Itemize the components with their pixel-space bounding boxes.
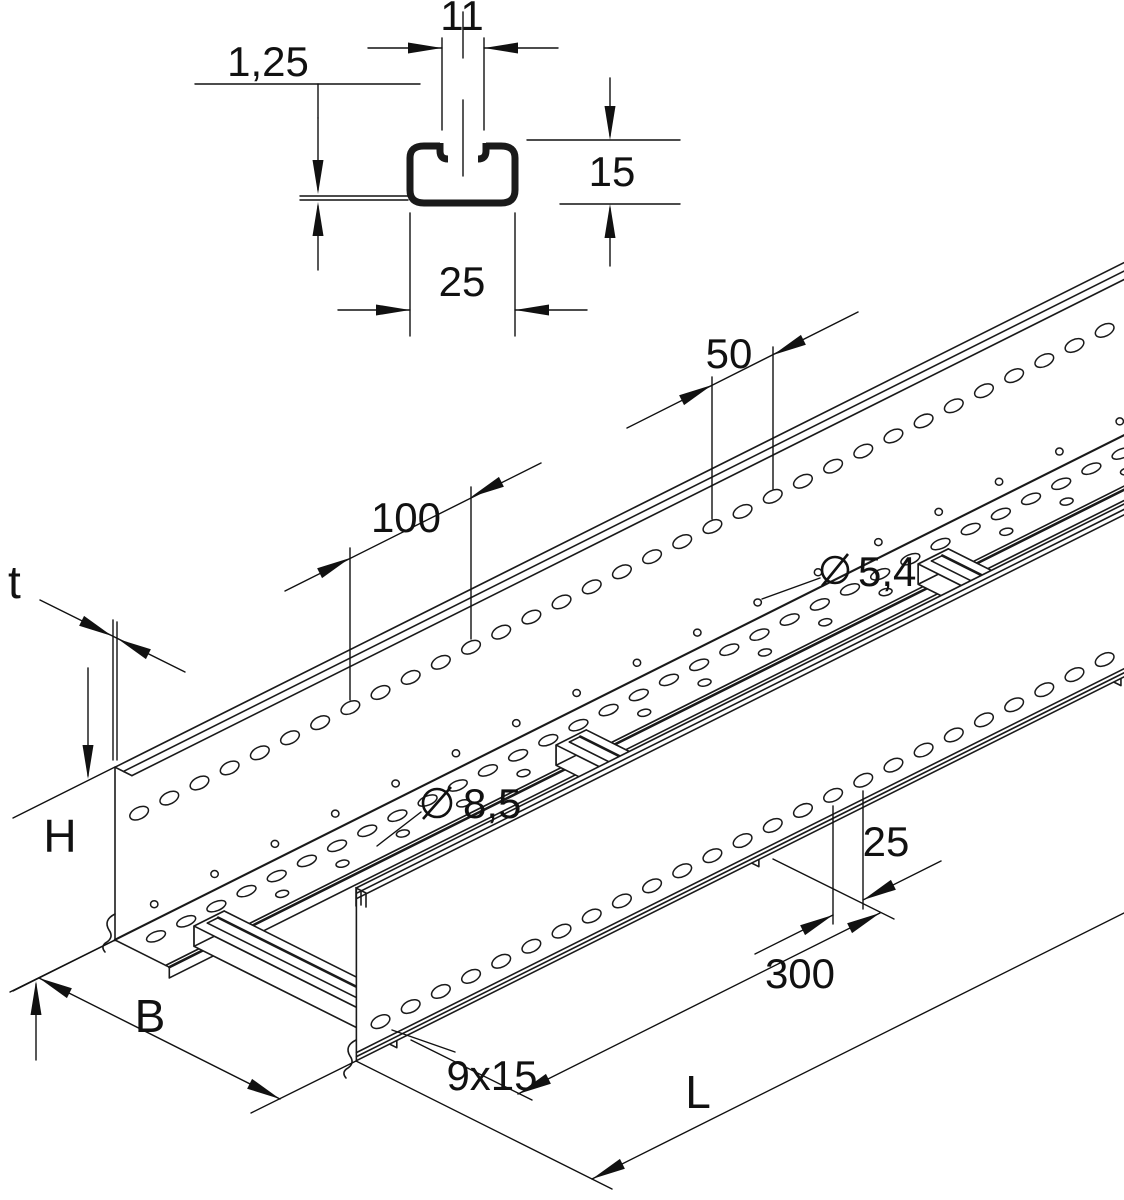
dim-label-length: L xyxy=(685,1066,711,1118)
dim-label-section-height: 15 xyxy=(589,148,636,195)
right-lip xyxy=(477,143,490,163)
dim-label-pitch-50: 50 xyxy=(706,330,753,377)
dim-label-opening-width: 11 xyxy=(440,0,484,39)
diameter-symbol-icon xyxy=(820,555,850,585)
diameter-symbol-icon xyxy=(421,787,453,819)
dim-label-width: B xyxy=(135,990,166,1042)
dim-label-height: H xyxy=(43,810,76,862)
dim-label-wall-thickness: 1,25 xyxy=(227,38,309,85)
dim-label-web-hole: 5,4 xyxy=(820,548,916,595)
ladder-structure xyxy=(102,261,1124,1079)
dim-label-flange-hole-value: 8,5 xyxy=(463,780,521,827)
dimension-graphics xyxy=(9,37,1124,1190)
dimension-labels: 11 1,25 15 25 50 100 5,4 8,5 25 300 9x15… xyxy=(8,0,916,1118)
dim-label-slot-size: 9x15 xyxy=(446,1052,537,1099)
dim-label-flange-hole: 8,5 xyxy=(421,780,521,827)
dim-label-section-width: 25 xyxy=(439,258,486,305)
dim-label-thickness: t xyxy=(8,556,21,608)
dim-label-slot-pitch: 25 xyxy=(863,818,910,865)
diameter-symbol-icon xyxy=(820,553,850,587)
dim-label-pitch-100: 100 xyxy=(371,494,441,541)
dim-label-rung-spacing: 300 xyxy=(765,950,835,997)
dim-label-web-hole-value: 5,4 xyxy=(858,548,916,595)
diameter-symbol-icon xyxy=(422,786,452,820)
rung-cross-section xyxy=(406,11,519,207)
left-lip xyxy=(436,143,449,163)
